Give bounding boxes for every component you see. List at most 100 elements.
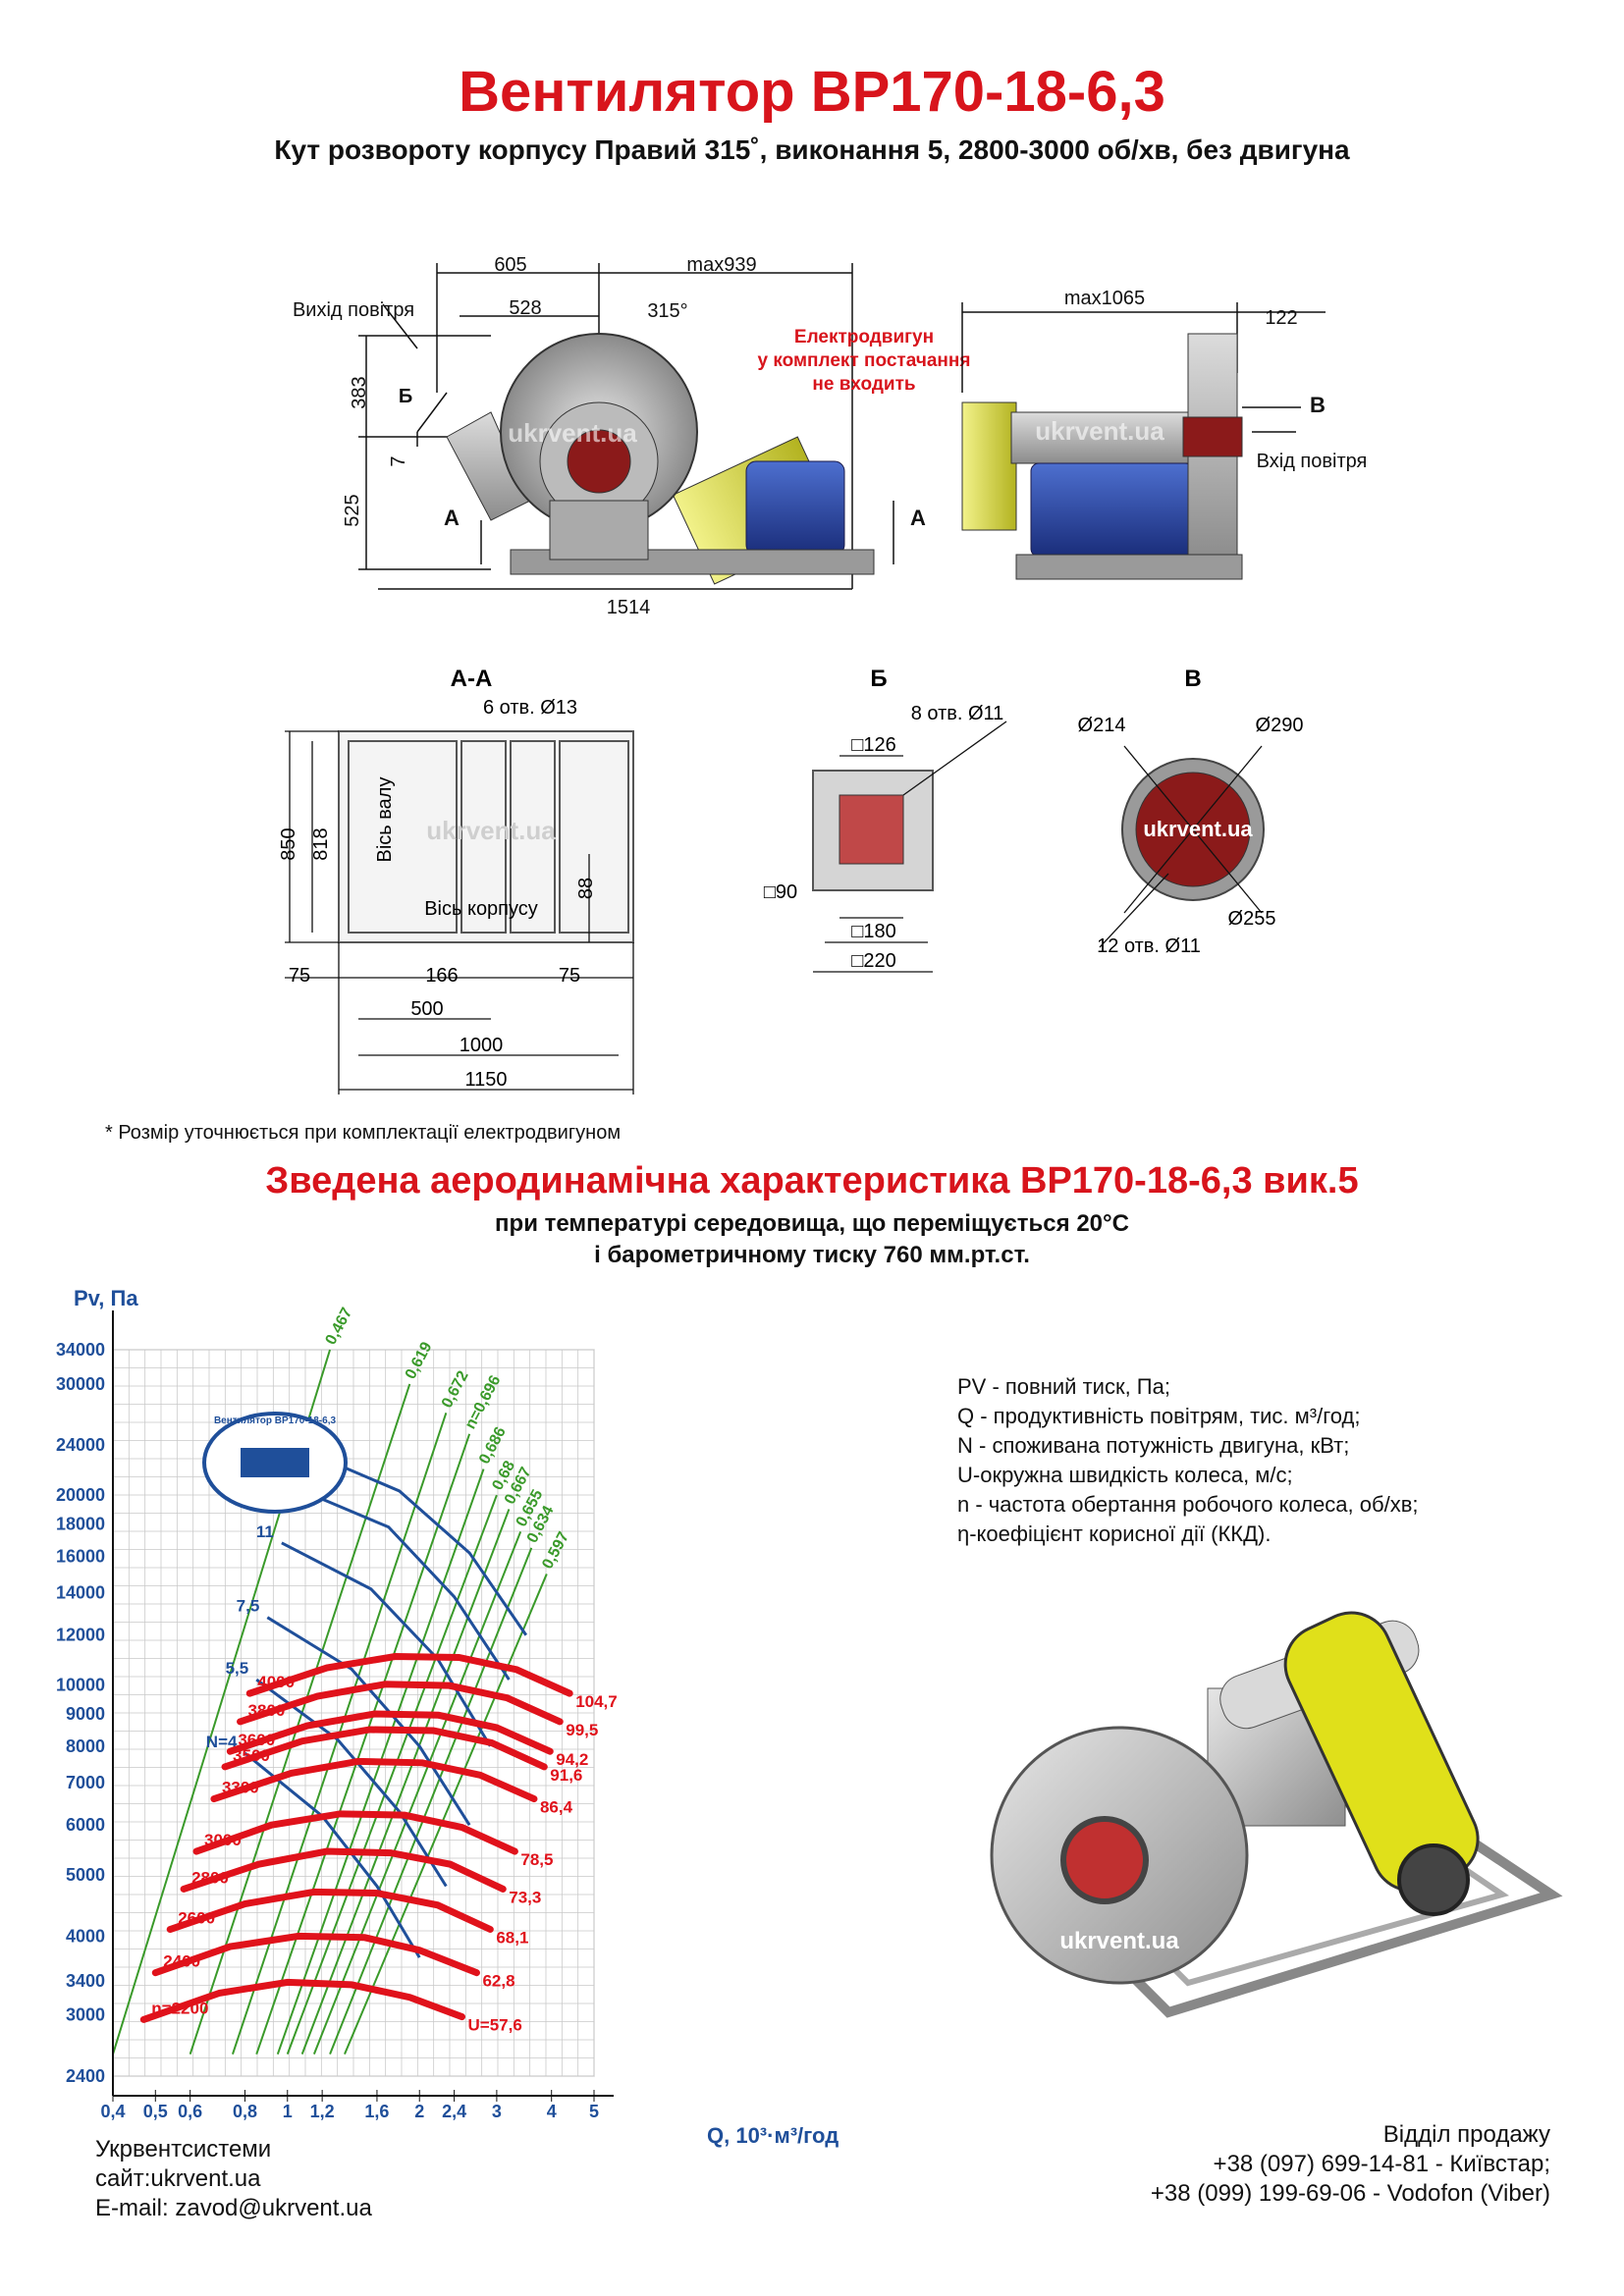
svg-text:Вісь валу: Вісь валу (374, 777, 396, 863)
svg-text:Електродвигун: Електродвигун (794, 327, 934, 347)
speed-curve (210, 1757, 538, 1803)
efficiency-line (286, 1494, 498, 2056)
dim-383: 383 (349, 376, 370, 408)
legend-item: n - частота обертання робочого колеса, о… (957, 1492, 1419, 1517)
speed-curve-n-label: 2400 (163, 1952, 200, 1971)
website-link[interactable]: сайт:ukrvent.ua (95, 2165, 261, 2192)
x-tick-label: 1 (283, 2102, 293, 2121)
dim-122: 122 (1265, 307, 1297, 329)
svg-text:Ø290: Ø290 (1256, 715, 1304, 736)
x-tick-label: 2 (414, 2102, 424, 2121)
y-tick-label: 16000 (56, 1546, 105, 1566)
svg-text:1000: 1000 (460, 1035, 504, 1056)
svg-text:Ø214: Ø214 (1078, 715, 1126, 736)
x-tick-label: 0,6 (178, 2102, 202, 2121)
efficiency-line (312, 1531, 522, 2056)
speed-curve-u-label: 91,6 (550, 1766, 582, 1785)
efficiency-line (300, 1509, 511, 2056)
email-link[interactable]: E-mail: zavod@ukrvent.ua (95, 2195, 372, 2221)
y-tick-label: 4000 (66, 1926, 105, 1946)
speed-curve-n-label: 3000 (204, 1831, 242, 1849)
svg-text:не входить: не входить (812, 374, 915, 395)
power-curve-label: 7,5 (237, 1597, 260, 1616)
svg-text:818: 818 (310, 828, 332, 860)
label-a-right: А (910, 506, 926, 530)
speed-curves: n=2200U=57,6240062,8260068,1280073,33000… (139, 1652, 618, 2035)
efficiency-line (329, 1547, 533, 2056)
speed-curve-n-label: 3300 (222, 1779, 259, 1797)
speed-curve-u-label: 73,3 (509, 1888, 541, 1906)
svg-text:ukrvent.ua: ukrvent.ua (426, 816, 556, 845)
efficiency-label: 0,467 (323, 1305, 356, 1347)
y-tick-label: 30000 (56, 1374, 105, 1394)
y-tick-label: 8000 (66, 1736, 105, 1756)
y-tick-label: 3400 (66, 1971, 105, 1991)
x-tick-label: 5 (589, 2102, 599, 2121)
front-watermark: ukrvent.ua (508, 418, 637, 448)
efficiency-line (189, 1383, 411, 2055)
svg-text:Вісь корпусу: Вісь корпусу (424, 898, 538, 920)
phone-kyivstar[interactable]: +38 (097) 699-14-81 - Київстар; (1213, 2151, 1550, 2177)
speed-curve-u-label: 86,4 (540, 1798, 573, 1817)
section-aa: А-А 6 отв. Ø13 850 818 Вісь валу Вісь ко… (278, 666, 634, 1095)
svg-text:□180: □180 (851, 921, 895, 942)
y-tick-label: 9000 (66, 1704, 105, 1724)
technical-drawings: 605 max939 528 315° 383 7 525 1514 Вихід… (278, 254, 1368, 1095)
page-title: Вентилятор ВР170-18-6,3 (459, 60, 1165, 124)
x-axis-label: Q, 10³·м³/год (707, 2123, 839, 2148)
company-name: Укрвентсистеми (95, 2136, 272, 2163)
logo-text: Вентилятор ВР170-18-6,3 (214, 1415, 337, 1426)
speed-curve (166, 1888, 494, 1934)
speed-curve-u-label: 104,7 (575, 1692, 618, 1711)
x-tick-label: 4 (547, 2102, 557, 2121)
svg-text:А-А: А-А (451, 666, 493, 692)
dim-max939: max939 (686, 254, 756, 276)
y-tick-label: 20000 (56, 1485, 105, 1505)
y-tick-label: 14000 (56, 1583, 105, 1603)
y-tick-label: 7000 (66, 1773, 105, 1792)
dim-1514: 1514 (607, 597, 651, 618)
svg-text:6 отв. Ø13: 6 отв. Ø13 (483, 697, 577, 719)
x-tick-label: 0,4 (100, 2102, 125, 2121)
speed-curve-n-label: 3600 (238, 1731, 275, 1749)
power-curve (304, 1449, 528, 1636)
svg-text:850: 850 (278, 828, 299, 860)
svg-text:1150: 1150 (464, 1069, 507, 1091)
speed-curve (221, 1726, 548, 1771)
power-curve (266, 1616, 471, 1827)
aero-condition-1: при температурі середовища, що переміщує… (495, 1210, 1129, 1237)
y-tick-label: 3000 (66, 2005, 105, 2025)
power-curve-label: N=4 (206, 1733, 238, 1751)
aero-chart: 0,4670,6190,672n=0,6960,6860,680,6670,65… (56, 1286, 839, 2148)
legend-item: U-окружна швидкість колеса, м/с; (957, 1463, 1293, 1487)
label-b: Б (399, 386, 412, 407)
y-tick-label: 18000 (56, 1515, 105, 1534)
speed-curve (139, 1978, 466, 2023)
footer-left: Укрвентсистеми сайт:ukrvent.ua E-mail: z… (95, 2135, 372, 2223)
y-tick-label: 10000 (56, 1676, 105, 1695)
x-tick-label: 0,5 (143, 2102, 168, 2121)
side-watermark: ukrvent.ua (1035, 416, 1164, 446)
svg-text:Ø255: Ø255 (1228, 908, 1276, 930)
svg-text:□90: □90 (764, 881, 797, 903)
svg-text:В: В (1184, 666, 1201, 692)
label-outlet: Вихід повітря (293, 299, 414, 321)
speed-curve-u-label: 62,8 (482, 1972, 514, 1991)
speed-curve-n-label: 4000 (257, 1673, 295, 1691)
speed-curve (237, 1681, 564, 1726)
phone-vodafone[interactable]: +38 (099) 199-69-06 - Vodofon (Viber) (1150, 2180, 1550, 2207)
footnote: * Розмір уточнюється при комплектації ел… (105, 1122, 622, 1144)
y-tick-label: 34000 (56, 1340, 105, 1360)
x-tick-label: 0,8 (233, 2102, 257, 2121)
svg-text:500: 500 (410, 998, 443, 1020)
power-curve-label: 11 (256, 1522, 274, 1541)
side-view-fan (961, 302, 1326, 580)
svg-text:75: 75 (289, 965, 310, 987)
speed-curve (245, 1652, 573, 1697)
speed-curve (226, 1710, 554, 1755)
power-curve-label: 5,5 (226, 1659, 249, 1678)
x-tick-label: 1,6 (364, 2102, 389, 2121)
dim-525: 525 (342, 494, 363, 526)
label-inlet: Вхід повітря (1257, 451, 1368, 472)
